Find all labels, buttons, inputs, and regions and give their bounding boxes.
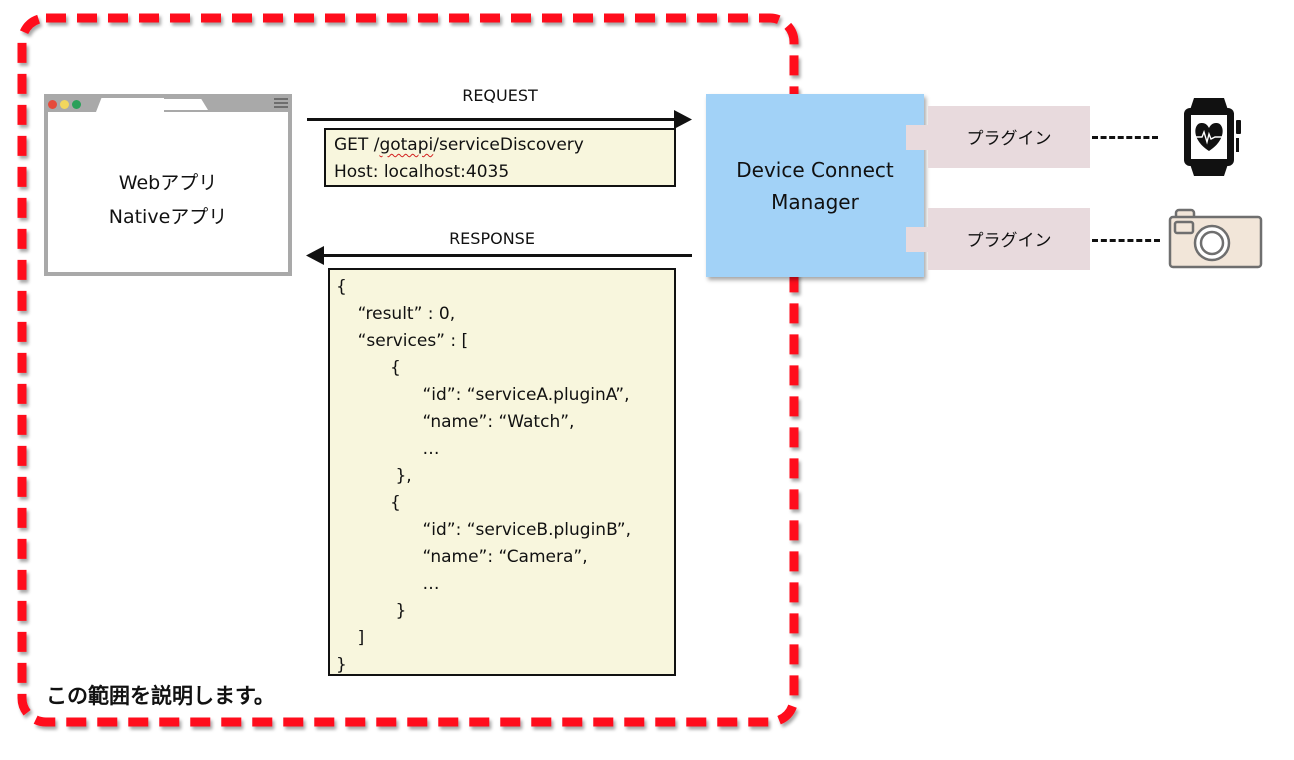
smartwatch-icon [1184, 98, 1241, 176]
scope-caption: この範囲を説明します。 [46, 684, 275, 708]
watch-connection-line [1092, 136, 1158, 139]
plugin-box-camera: プラグイン [928, 208, 1090, 270]
response-line: “name”: “Camera”, [336, 547, 588, 567]
response-line: } [336, 655, 347, 675]
response-arrow-line [322, 254, 692, 257]
response-line: { [336, 493, 401, 513]
hamburger-menu-icon [274, 98, 288, 110]
plugin-connector-tab [906, 125, 930, 150]
browser-tab-active [96, 98, 164, 112]
browser-viewport: Webアプリ Nativeアプリ [48, 112, 288, 272]
request-arrowhead-icon [674, 110, 692, 129]
response-label: RESPONSE [449, 229, 535, 248]
response-line: … [336, 439, 440, 459]
minimize-dot-icon [60, 100, 69, 109]
client-app-window: Webアプリ Nativeアプリ [44, 94, 292, 276]
plugin-box-watch: プラグイン [928, 106, 1090, 168]
plugin-connector-tab [906, 227, 930, 252]
response-box: { “result” : 0, “services” : [ { “id”: “… [328, 268, 676, 676]
response-line: “id”: “serviceB.pluginB”, [336, 520, 632, 540]
spellcheck-flag: gotapi [379, 135, 434, 155]
close-dot-icon [48, 100, 57, 109]
request-arrow-line [307, 118, 677, 121]
response-line: … [336, 574, 440, 594]
response-line: “name”: “Watch”, [336, 412, 575, 432]
camera-icon [1168, 208, 1263, 269]
plugin-label: プラグイン [966, 231, 1052, 251]
scope-dashed-border [17, 13, 799, 727]
response-line: { [336, 277, 347, 297]
native-app-label: Nativeアプリ [108, 206, 228, 228]
plugin-label: プラグイン [966, 129, 1052, 149]
request-line-2: Host: localhost:4035 [334, 162, 510, 182]
response-line: ] [336, 628, 365, 648]
web-app-label: Webアプリ [118, 172, 218, 194]
request-label: REQUEST [462, 86, 538, 105]
response-arrowhead-icon [306, 246, 324, 265]
device-connect-manager: Device Connect Manager [706, 94, 924, 277]
browser-tab-inactive [152, 99, 208, 110]
response-line: “result” : 0, [336, 304, 456, 324]
manager-label: Device Connect Manager [736, 158, 894, 214]
maximize-dot-icon [72, 100, 81, 109]
response-line: { [336, 358, 401, 378]
response-line: } [336, 601, 407, 621]
response-line: “services” : [ [336, 331, 469, 351]
response-line: “id”: “serviceA.pluginA”, [336, 385, 630, 405]
request-line-1: GET /gotapi/serviceDiscovery [334, 135, 584, 155]
response-line: }, [336, 466, 412, 486]
camera-connection-line [1092, 239, 1160, 242]
request-box: GET /gotapi/serviceDiscovery Host: local… [324, 128, 676, 187]
